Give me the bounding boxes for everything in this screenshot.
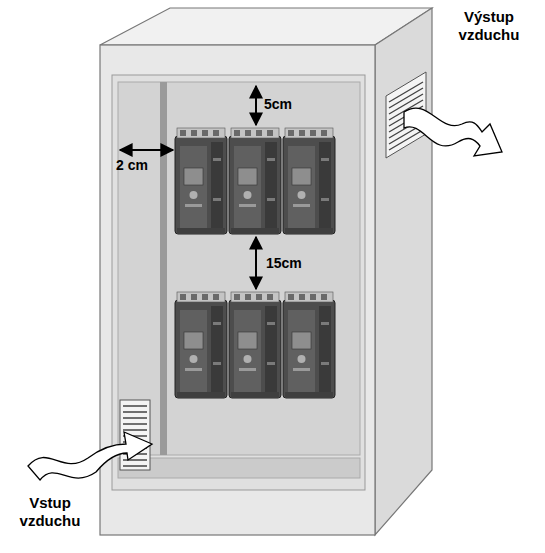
air-inlet-label: Vstup vzduchu [4,494,96,530]
mounting-plate [118,82,360,455]
dimension-arrow [120,149,173,151]
airflow-arrow [404,108,502,156]
dimension-arrow [255,86,257,125]
airflow-arrow [28,432,152,480]
dimension-label: 15cm [266,255,302,272]
air-outlet-label: Výstup vzduchu [440,8,538,44]
cabinet-opening [112,75,365,490]
dimension-label: 5cm [264,96,292,113]
din-rail [160,82,167,455]
cabinet-top [100,8,432,45]
controller-modules [175,128,335,398]
bottom-rail [118,458,360,478]
cabinet-side [375,8,432,535]
cabinet-front [100,45,375,535]
dimension-label: 2 cm [116,157,148,174]
dimension-arrow [255,237,257,289]
